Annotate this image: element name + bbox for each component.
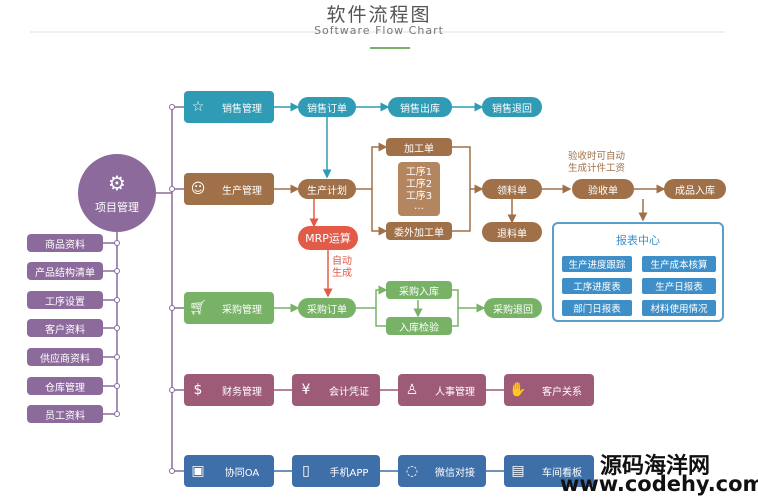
report-item[interactable]: 生产成本核算: [642, 256, 716, 272]
sales-return-node[interactable]: 销售退回: [482, 97, 542, 117]
process-item: 工序1: [405, 167, 433, 178]
report-item[interactable]: 工序进度表: [562, 278, 632, 294]
handshake-icon: ✋: [509, 382, 527, 398]
report-center-title: 报表中心: [616, 234, 660, 247]
sales-management-node[interactable]: ☆ 销售管理: [184, 91, 274, 123]
auto-generate-label: 自动 生成: [332, 256, 352, 279]
cart-icon: 🛒︎: [189, 300, 207, 316]
report-item[interactable]: 生产进度跟踪: [562, 256, 632, 272]
production-management-node[interactable]: ☺ 生产管理: [184, 173, 274, 205]
star-icon: ☆: [191, 99, 205, 115]
finished-goods-node[interactable]: 成品入库: [664, 179, 726, 199]
wechat-node[interactable]: ◌ 微信对接: [398, 455, 486, 487]
mobile-app-node[interactable]: ▯ 手机APP: [292, 455, 380, 487]
left-item[interactable]: 员工资料: [27, 405, 103, 423]
mobile-app-label: 手机APP: [329, 467, 369, 479]
material-return-node[interactable]: 退料单: [482, 222, 542, 242]
watermark-url: www.codehy.com: [560, 472, 758, 496]
process-item: 工序3: [405, 191, 433, 202]
hr-label: 人事管理: [435, 386, 475, 398]
production-management-label: 生产管理: [222, 185, 262, 197]
workshop-board-label: 车间看板: [542, 467, 582, 479]
project-management-node[interactable]: ⚙ 项目管理: [78, 154, 156, 232]
report-item[interactable]: 生产日报表: [642, 278, 716, 294]
left-item[interactable]: 仓库管理: [27, 377, 103, 395]
left-item[interactable]: 供应商资料: [27, 348, 103, 366]
accounting-voucher-node[interactable]: ¥ 会计凭证: [292, 374, 380, 406]
sales-management-label: 销售管理: [222, 103, 262, 115]
purchase-management-node[interactable]: 🛒︎ 采购管理: [184, 292, 274, 324]
oa-label: 协同OA: [224, 467, 260, 479]
purchase-order-node[interactable]: 采购订单: [298, 298, 356, 318]
dollar-icon: $: [193, 382, 203, 398]
report-center: 报表中心 生产进度跟踪 生产成本核算 工序进度表 生产日报表 部门日报表 材料使…: [552, 222, 724, 322]
workshop-board-node[interactable]: ▤ 车间看板: [504, 455, 594, 487]
acceptance-node[interactable]: 验收单: [572, 179, 634, 199]
report-item[interactable]: 材料使用情况: [642, 300, 716, 316]
sales-order-node[interactable]: 销售订单: [298, 97, 356, 117]
production-plan-node[interactable]: 生产计划: [298, 179, 356, 199]
finance-management-node[interactable]: $ 财务管理: [184, 374, 274, 406]
purchase-return-node[interactable]: 采购退回: [484, 298, 542, 318]
wechat-label: 微信对接: [435, 467, 475, 479]
report-item[interactable]: 部门日报表: [562, 300, 632, 316]
accounting-label: 会计凭证: [329, 386, 369, 398]
finance-label: 财务管理: [222, 386, 262, 398]
purchase-inbound-node[interactable]: 采购入库: [386, 281, 452, 299]
left-item[interactable]: 产品结构清单: [27, 262, 103, 280]
process-item: …: [414, 201, 424, 212]
hr-management-node[interactable]: ♙ 人事管理: [398, 374, 486, 406]
outsource-order-node[interactable]: 委外加工单: [386, 222, 452, 240]
page-subtitle: Software Flow Chart: [314, 24, 444, 37]
crm-label: 客户关系: [542, 386, 582, 398]
work-order-node[interactable]: 加工单: [386, 138, 452, 156]
purchase-management-label: 采购管理: [222, 304, 262, 316]
inbound-inspection-node[interactable]: 入库检验: [386, 317, 452, 335]
crm-node[interactable]: ✋ 客户关系: [504, 374, 594, 406]
sales-outbound-node[interactable]: 销售出库: [388, 97, 452, 117]
check-note-label: 验收时可自动 生成计件工资: [568, 151, 626, 174]
wechat-icon: ◌: [405, 463, 419, 479]
phone-icon: ▯: [302, 463, 310, 479]
project-management-label: 项目管理: [95, 201, 139, 214]
left-item[interactable]: 商品资料: [27, 234, 103, 252]
process-list: 工序1 工序2 工序3 …: [398, 162, 440, 216]
dashboard-icon: ▤: [511, 463, 525, 479]
briefcase-icon: ▣: [191, 463, 205, 479]
yen-icon: ¥: [301, 382, 311, 398]
page-title: 软件流程图: [326, 4, 432, 26]
process-item: 工序2: [405, 179, 433, 190]
worker-icon: ☺: [190, 181, 206, 197]
material-requisition-node[interactable]: 领料单: [482, 179, 542, 199]
gear-icon: ⚙: [108, 171, 126, 195]
person-icon: ♙: [405, 382, 419, 398]
mrp-node[interactable]: MRP运算: [298, 226, 358, 250]
left-item[interactable]: 工序设置: [27, 291, 103, 309]
watermark-cn: 源码海洋网: [600, 454, 711, 479]
oa-node[interactable]: ▣ 协同OA: [184, 455, 274, 487]
left-item[interactable]: 客户资料: [27, 319, 103, 337]
